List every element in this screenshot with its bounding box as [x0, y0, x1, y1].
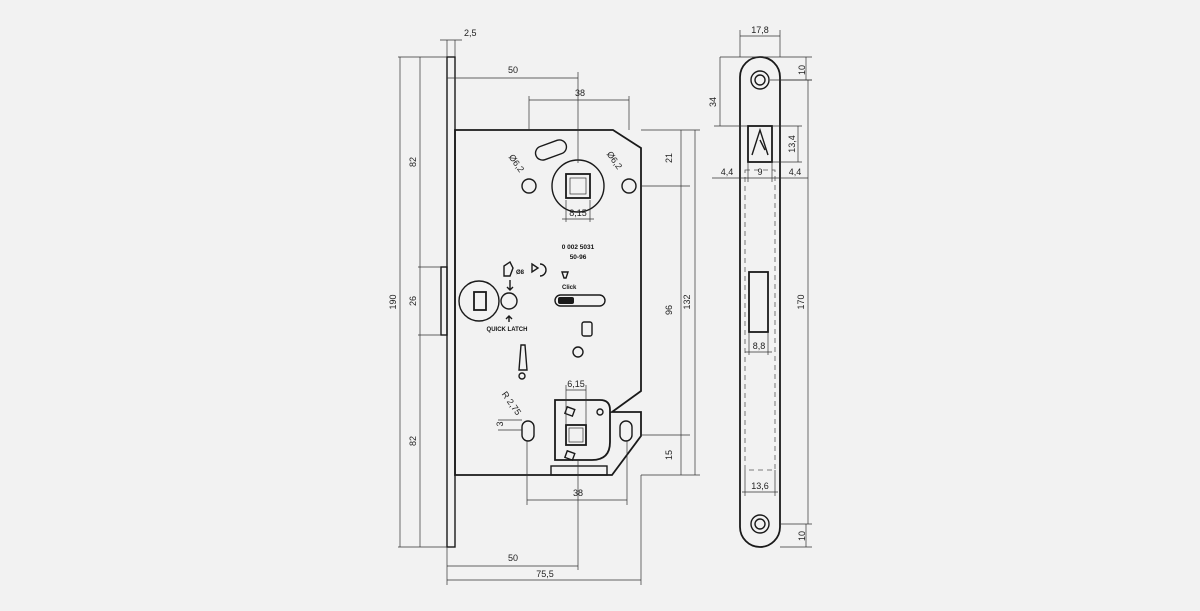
dim-faceplate-width: 17,8: [751, 25, 769, 35]
faceplate-view: 17,8 10 34 13,4 4,4 9 4,4 8,8 170 13,6 1…: [708, 25, 812, 548]
lower-hole-right: [619, 420, 633, 442]
dim-hole-right: Ø6,2: [605, 149, 624, 171]
spindle-hub-top: [551, 159, 605, 213]
product-code-line1: 0 002 5031: [562, 244, 595, 251]
dim-backset-bottom: 50: [508, 553, 518, 563]
dim-body-height: 132: [682, 294, 692, 309]
front-dimension-lines: [398, 39, 700, 585]
dim-bolt-width: 8,8: [753, 341, 766, 351]
lower-hole-left: [521, 420, 535, 442]
switch-slot: [554, 294, 606, 307]
small-hole: [572, 346, 584, 358]
rotation-symbol: [531, 262, 547, 277]
dim-radius: R 2,75: [500, 390, 523, 417]
dim-upper-height: 82: [408, 157, 418, 167]
faceplate-dimension-lines: [712, 30, 812, 548]
dim-spacing-top: 38: [575, 88, 585, 98]
dim-bottom-offset: 10: [797, 531, 807, 541]
mounting-hole-right: [621, 178, 637, 194]
marking-quick-latch: QUICK LATCH: [487, 327, 528, 333]
dim-spacing-bottom: 38: [573, 488, 583, 498]
dim-square-bottom: 6,15: [567, 379, 585, 389]
spindle-square-bottom: [565, 424, 587, 446]
front-view: 0 002 5031 50-96 Ø8 Click QUICK LATCH: [388, 28, 700, 585]
faceplate-front: [446, 56, 456, 548]
screw-hole-top: [750, 70, 770, 90]
dim-faceplate-length: 170: [796, 294, 806, 309]
quick-latch-hole: [500, 292, 518, 310]
dim-latch-height: 26: [408, 296, 418, 306]
dim-lower-height: 82: [408, 436, 418, 446]
strike-dashed-outline: [744, 169, 776, 471]
dim-latch-width: 9: [757, 167, 762, 177]
upper-slot: [534, 139, 568, 161]
screw-hole-bottom: [750, 514, 770, 534]
dim-offset-21: 21: [664, 153, 674, 163]
bolt-opening: [748, 271, 769, 333]
marking-click: Click: [562, 285, 577, 291]
dim-side-left: 4,4: [721, 167, 734, 177]
click-symbol: [561, 271, 569, 279]
latch-nose: [440, 266, 448, 336]
marking-diameter-8: Ø8: [516, 270, 525, 276]
dim-total-depth: 75,5: [536, 569, 554, 579]
spindle-square-top: [565, 173, 591, 199]
product-code-line2: 50-96: [570, 254, 587, 261]
dim-side-right: 4,4: [789, 167, 802, 177]
latch-hub: [458, 280, 500, 322]
dim-top-offset: 10: [797, 65, 807, 75]
mounting-hole-left: [521, 178, 537, 194]
dim-distance-96: 96: [664, 305, 674, 315]
dim-faceplate-thickness: 2,5: [464, 28, 477, 38]
dim-strike-width: 13,6: [751, 481, 769, 491]
dim-spindle-square: 8,15: [569, 208, 587, 218]
dim-latch-from-top: 34: [708, 97, 718, 107]
lower-hub: [554, 399, 611, 461]
dim-height-total: 190: [388, 294, 398, 309]
lever-detail: [518, 344, 528, 371]
dim-hole-left: Ø6,2: [507, 152, 526, 174]
dim-backset-top: 50: [508, 65, 518, 75]
dim-latch-height: 13,4: [787, 135, 797, 153]
dim-radius-offset: 3: [495, 421, 505, 426]
latch-symbol: [503, 260, 514, 277]
latch-opening: [747, 125, 773, 163]
dim-offset-15: 15: [664, 450, 674, 460]
lock-case: [454, 129, 642, 476]
